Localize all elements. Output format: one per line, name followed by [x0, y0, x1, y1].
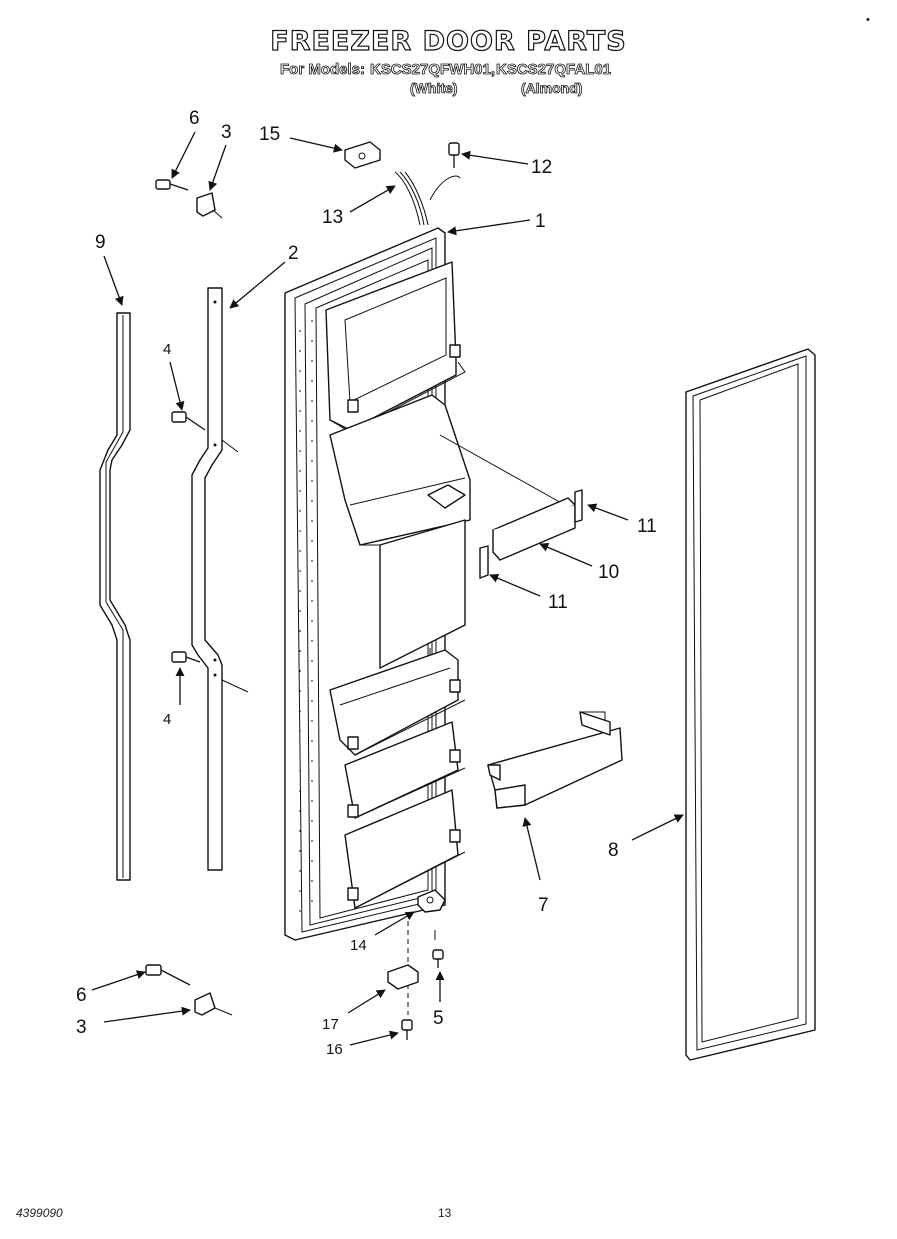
- part-9-trim-strip: [99, 312, 131, 881]
- callout-4-lower: 4: [163, 711, 171, 728]
- part-3-hinge-cover-lower: [194, 992, 233, 1016]
- callout-3-lower: 3: [76, 1017, 87, 1038]
- part-11-end-cap-lower: [479, 545, 489, 579]
- part-15-connector: [344, 141, 381, 169]
- corner-mark: •: [866, 14, 870, 26]
- callout-10: 10: [598, 562, 619, 583]
- part-8-door-gasket: [685, 348, 816, 1061]
- callout-17: 17: [322, 1016, 339, 1033]
- part-7-door-bin: [487, 711, 623, 809]
- part-6-screw-upper: [155, 179, 189, 191]
- callout-2: 2: [288, 243, 299, 264]
- callout-14: 14: [350, 937, 367, 954]
- model-number-white: KSCS27QFWH01,: [370, 61, 496, 79]
- callout-12: 12: [531, 157, 552, 178]
- part-10-trim-piece: [492, 497, 576, 561]
- part-4-screw-upper: [171, 411, 206, 431]
- page-number: 13: [438, 1206, 452, 1220]
- leader-lines: [91, 131, 684, 1046]
- part-13-wire-harness: [394, 171, 461, 226]
- part-2-door-rail: [191, 287, 249, 871]
- part-6-screw-lower: [145, 964, 191, 986]
- callout-9: 9: [95, 232, 106, 253]
- document-number: 4399090: [16, 1206, 63, 1220]
- callout-7: 7: [538, 895, 549, 916]
- color-label-white: (White): [410, 80, 458, 97]
- callout-4-upper: 4: [163, 341, 171, 358]
- color-label-almond: (Almond): [521, 80, 583, 97]
- callout-3-upper: 3: [221, 122, 232, 143]
- callout-11-upper: 11: [637, 516, 657, 537]
- page-title: FREEZER DOOR PARTS: [270, 25, 627, 57]
- callout-1: 1: [535, 211, 546, 232]
- callout-16: 16: [326, 1041, 343, 1058]
- callout-13: 13: [322, 207, 343, 228]
- part-5-screw: [432, 930, 444, 968]
- callout-11-lower: 11: [548, 592, 568, 613]
- part-17-block: [387, 964, 419, 990]
- part-16-screw: [401, 1019, 413, 1040]
- part-3-hinge-cover-upper: [196, 192, 223, 219]
- callout-8: 8: [608, 840, 619, 861]
- callout-15: 15: [259, 124, 280, 145]
- model-number-almond: KSCS27QFAL01: [496, 61, 612, 79]
- part-12-screw: [448, 142, 460, 168]
- part-11-end-cap-upper: [574, 489, 583, 523]
- part-14-hinge-bracket: [417, 889, 446, 913]
- callout-5: 5: [433, 1008, 444, 1029]
- for-models-label: For Models:: [280, 61, 366, 79]
- part-4-screw-lower: [171, 651, 201, 663]
- callout-6-lower: 6: [76, 985, 87, 1006]
- part-1-door-liner: [284, 227, 566, 941]
- callout-6-upper: 6: [189, 108, 200, 129]
